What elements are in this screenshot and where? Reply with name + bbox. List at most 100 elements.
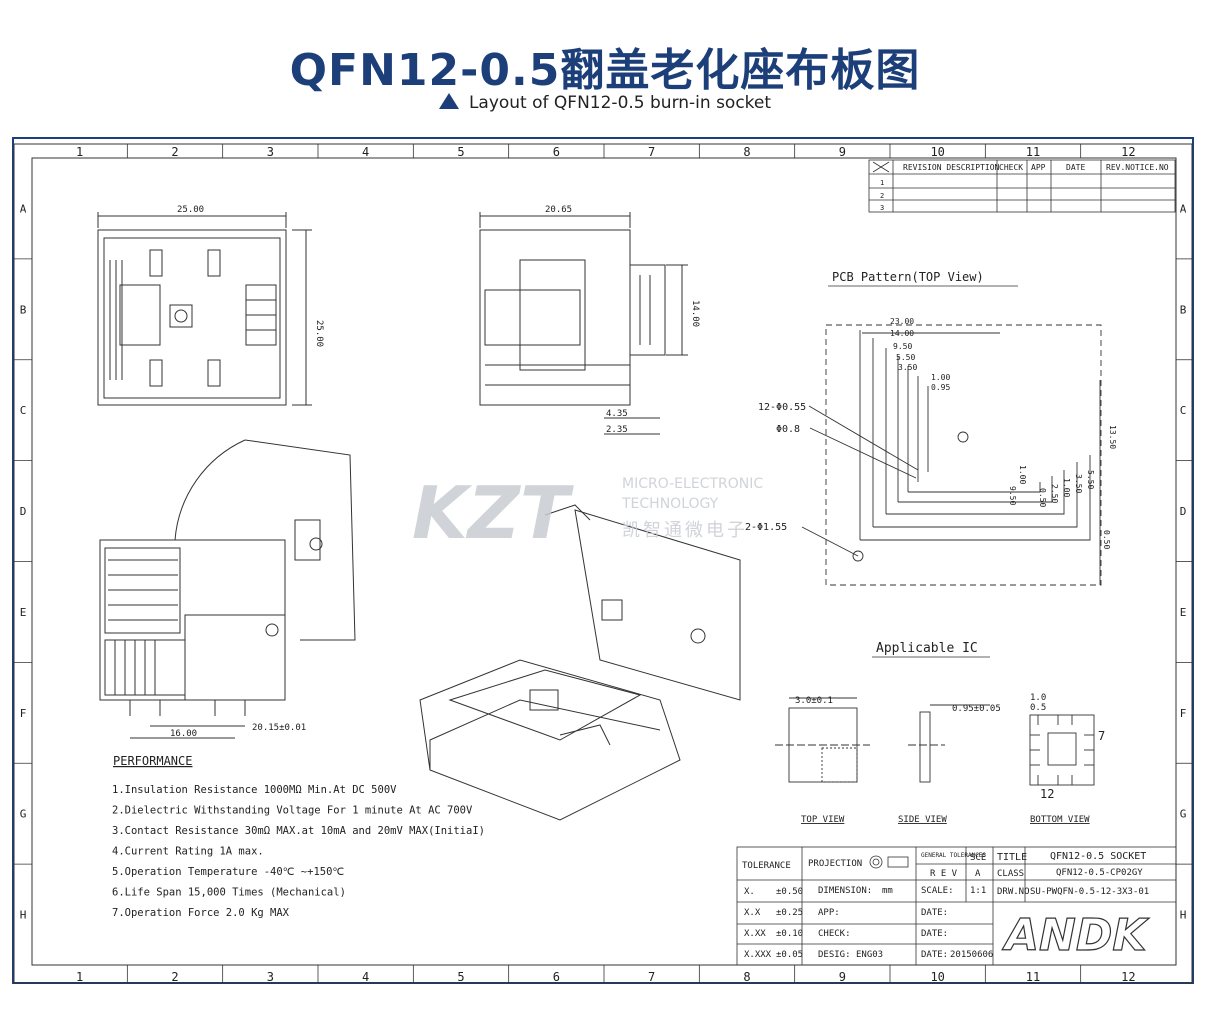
ic-side-dim: 0.95±0.05 (952, 704, 1001, 714)
rev-header-app: APP (1031, 163, 1046, 172)
app-label: APP: (818, 908, 840, 918)
pcb-dim-v2: 0.50 (1038, 488, 1047, 507)
side-view-height-dim: 14.00 (690, 300, 700, 327)
ic-pin-12-label: 12 (1040, 787, 1054, 801)
tolerance-value: ±0.05 (776, 950, 803, 960)
andk-brand-logo: ANDK (1002, 910, 1149, 961)
grid-col-label-top: 7 (648, 145, 655, 159)
socket-front-view (99, 439, 356, 739)
ic-bottom-view-label: BOTTOM VIEW (1030, 815, 1090, 825)
pcb-dim-3-5: 3.50 (898, 363, 917, 372)
performance-item: 7.Operation Force 2.0 Kg MAX (112, 907, 290, 919)
pcb-callout-hole: Φ0.8 (776, 424, 800, 435)
ic-pin-7-label: 7 (1098, 729, 1105, 743)
grid-col-label-bottom: 5 (457, 970, 464, 984)
ic-bottom-view (1029, 714, 1095, 786)
rev-row-2: 2 (880, 192, 884, 200)
grid-col-label-bottom: 1 (76, 970, 83, 984)
grid-col-label-top: 1 (76, 145, 83, 159)
grid-row-label-left: H (20, 909, 27, 922)
rev-header-description: REVISION DESCRIPTION (903, 163, 1000, 172)
pcb-callout-pads: 12-Φ0.55 (758, 402, 806, 413)
grid-row-label-left: E (20, 606, 27, 619)
pcb-dim-0-95: 0.95 (931, 383, 950, 392)
outer-border (13, 143, 1193, 984)
grid-col-label-bottom: 9 (839, 970, 846, 984)
watermark-line1: MICRO-ELECTRONIC (622, 476, 763, 492)
grid-col-label-bottom: 12 (1121, 970, 1135, 984)
performance-item: 3.Contact Resistance 30mΩ MAX.at 10mA an… (112, 825, 485, 837)
ic-side-view-label: SIDE VIEW (898, 815, 947, 825)
grid-col-label-bottom: 10 (930, 970, 944, 984)
class-label: CLASS (997, 869, 1024, 879)
grid-row-label-left: B (20, 303, 27, 316)
pcb-pattern-title: PCB Pattern(TOP View) (832, 270, 984, 284)
grid-col-label-top: 4 (362, 145, 369, 159)
side-view-width-dim: 20.65 (545, 205, 572, 215)
performance-item: 5.Operation Temperature -40℃ ~+150℃ (112, 866, 344, 878)
side-view-dim-2: 2.35 (606, 425, 628, 435)
date-label-1: DATE: (921, 908, 948, 918)
triangle-icon (438, 93, 459, 109)
ic-bottom-dim-2: 0.5 (1030, 703, 1046, 713)
grid-col-label-bottom: 8 (743, 970, 750, 984)
grid-row-label-left: G (20, 808, 27, 821)
grid-row-label-left: C (20, 404, 27, 417)
performance-item: 2.Dielectric Withstanding Voltage For 1 … (112, 805, 473, 817)
rev-row-1: 1 (880, 179, 884, 187)
rev-label: R E V (930, 869, 958, 879)
grid-col-label-top: 11 (1026, 145, 1040, 159)
projection-symbol-icon (869, 855, 909, 869)
grid-col-label-bottom: 6 (553, 970, 560, 984)
check-label: CHECK: (818, 929, 851, 939)
grid-col-label-bottom: 3 (267, 970, 274, 984)
front-view-dim-1: 20.15±0.01 (252, 723, 306, 733)
pcb-dim-v4: 1.00 (1062, 478, 1071, 497)
rev-header-date: DATE (1066, 163, 1085, 172)
pcb-dim-14: 14.00 (890, 329, 914, 338)
ic-top-view-label: TOP VIEW (801, 815, 845, 825)
inner-border (31, 157, 1177, 966)
tolerance-value: ±0.50 (776, 887, 803, 897)
tolerance-value: ±0.25 (776, 908, 803, 918)
tolerance-format: X. (744, 887, 755, 897)
grid-col-label-bottom: 2 (171, 970, 178, 984)
ic-bottom-dim-1: 1.0 (1030, 693, 1046, 703)
grid-col-label-top: 10 (930, 145, 944, 159)
pcb-dim-5-5: 5.50 (896, 353, 915, 362)
grid-row-label-right: C (1180, 404, 1187, 417)
pcb-dim-v5: 3.50 (1074, 474, 1083, 493)
grid-col-label-top: 5 (457, 145, 464, 159)
scale-value: 1:1 (970, 886, 986, 896)
grid-row-label-right: H (1180, 909, 1187, 922)
ic-top-view (775, 697, 870, 783)
pcb-dim-23: 23.00 (890, 317, 914, 326)
subtitle-text: Layout of QFN12-0.5 burn-in socket (468, 93, 772, 113)
socket-top-view (97, 212, 312, 406)
rev-value: A (975, 869, 981, 879)
tolerance-format: X.X (744, 908, 761, 918)
grid-row-label-left: A (20, 202, 27, 215)
date-value: 20150606 (950, 950, 993, 960)
top-view-width-dim: 25.00 (177, 205, 204, 215)
grid-col-label-bottom: 4 (362, 970, 369, 984)
watermark-logo: KZT (412, 471, 574, 555)
grid-row-label-left: F (20, 707, 27, 720)
pcb-callout-locating-holes: 2-Φ1.55 (745, 522, 787, 533)
performance-item: 4.Current Rating 1A max. (112, 846, 264, 858)
front-view-dim-2: 16.00 (170, 729, 197, 739)
pcb-pattern-drawing (801, 324, 1102, 586)
rev-row-3: 3 (880, 204, 884, 212)
revision-table (868, 159, 1176, 213)
pcb-dim-v6: 5.50 (1086, 470, 1095, 489)
design-label: DESIG: (818, 950, 851, 960)
date-label-2: DATE: (921, 929, 948, 939)
grid-row-label-left: D (20, 505, 27, 518)
performance-item: 1.Insulation Resistance 1000MΩ Min.At DC… (112, 784, 397, 796)
rev-header-notice: REV.NOTICE.NO (1106, 163, 1169, 172)
grid-col-label-bottom: 11 (1026, 970, 1040, 984)
grid-row-label-right: B (1180, 303, 1187, 316)
grid-row-label-right: A (1180, 202, 1187, 215)
page-subtitle: Layout of QFN12-0.5 burn-in socket (0, 93, 1210, 113)
